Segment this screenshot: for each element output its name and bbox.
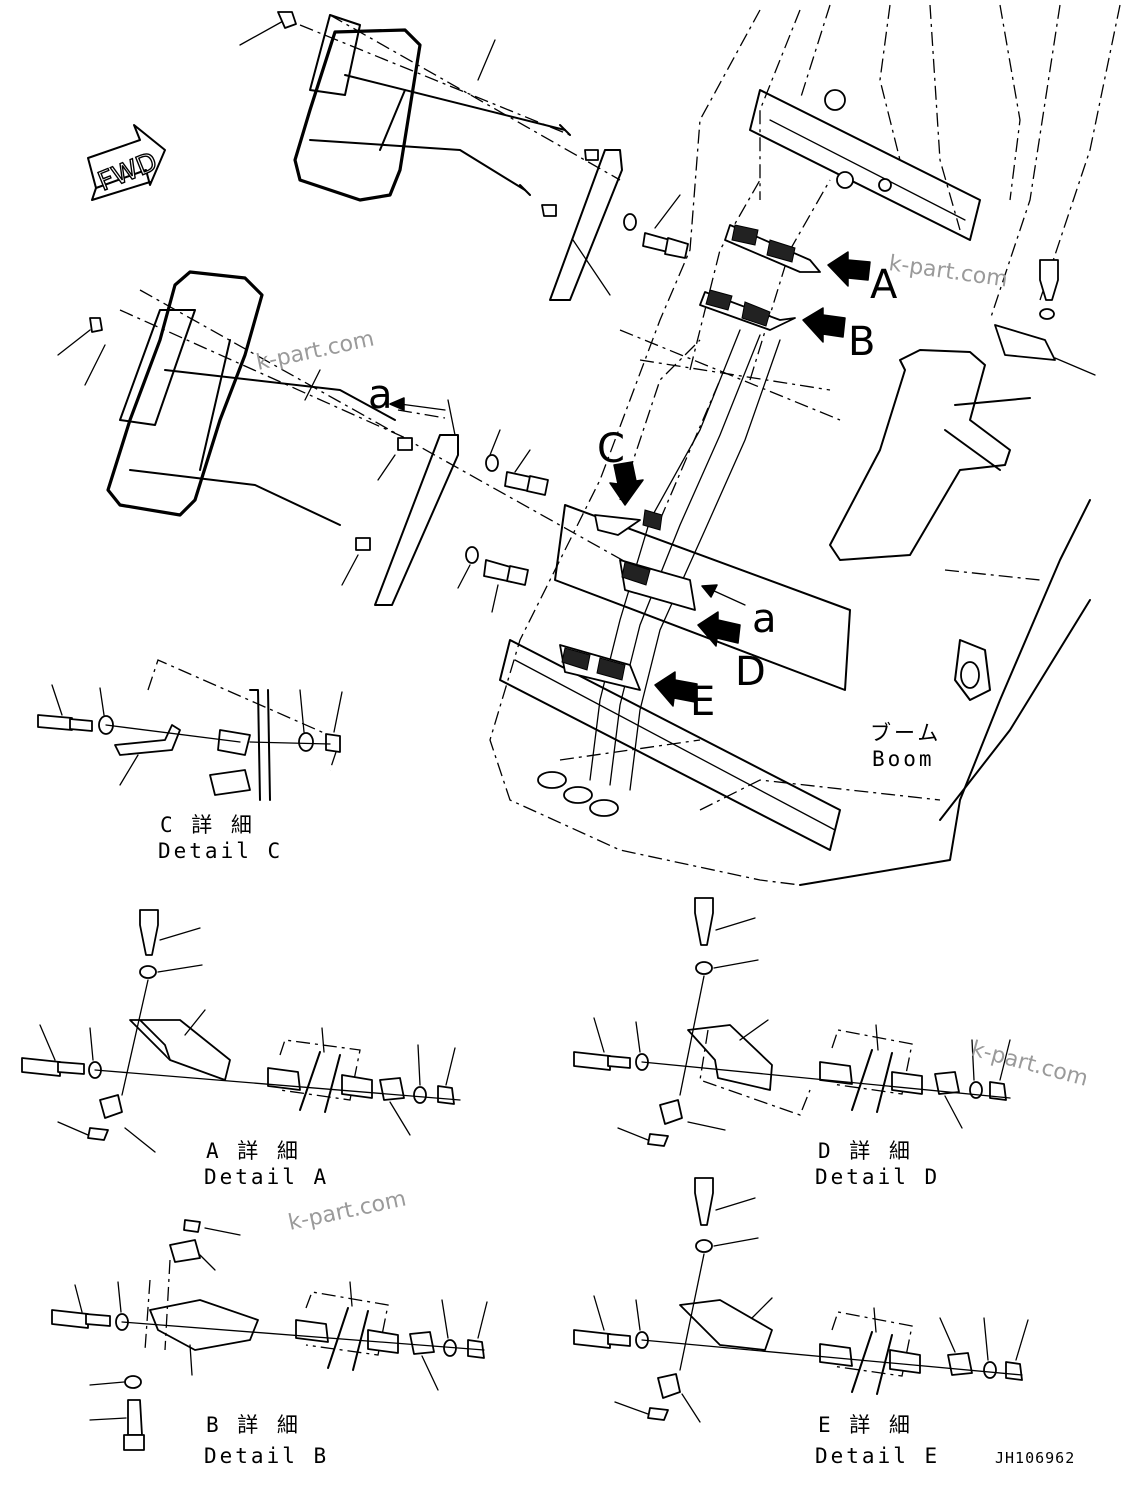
detail-d-caption-en: Detail D [815, 1165, 940, 1189]
fwd-label: FWD [94, 147, 162, 198]
detail-e-caption-jp: E 詳 細 [818, 1413, 913, 1437]
view-arrows [389, 251, 871, 707]
arrow-c-icon [609, 461, 644, 506]
lower-handrail [57, 270, 641, 613]
arrow-a-icon [827, 251, 871, 287]
label-c: C [597, 426, 625, 472]
detail-a-caption-en: Detail A [204, 1165, 329, 1189]
detail-c [37, 659, 343, 801]
watermark-2: k-part.com [254, 327, 376, 376]
detail-b-caption-jp: B 詳 細 [206, 1413, 301, 1437]
label-b: B [848, 319, 875, 365]
detail-d-caption-jp: D 詳 細 [818, 1139, 913, 1163]
fwd-arrow-icon: FWD [87, 124, 166, 201]
arrow-b-icon [802, 307, 846, 343]
detail-c-caption-jp: C 詳 細 [160, 813, 255, 837]
boom-label-jp: ブーム [870, 721, 941, 745]
detail-e [573, 1177, 1029, 1423]
detail-c-caption-en: Detail C [158, 839, 283, 863]
upper-handrail [239, 11, 689, 301]
label-e: E [690, 679, 715, 725]
boom-label-en: Boom [872, 747, 935, 771]
detail-d [573, 897, 1011, 1147]
detail-a [21, 909, 461, 1153]
label-a-lower-1: a [368, 372, 393, 418]
detail-a-caption-jp: A 詳 細 [206, 1139, 301, 1163]
arrow-e-icon [654, 671, 698, 707]
boom-structure [489, 4, 1121, 886]
detail-b-caption-en: Detail B [204, 1444, 329, 1468]
detail-e-caption-en: Detail E [815, 1444, 940, 1468]
clamp-assemblies [559, 224, 821, 691]
arrow-d-icon [697, 611, 741, 647]
watermark-3: k-part.com [286, 1187, 408, 1236]
detail-b [51, 1219, 488, 1451]
watermark-4: k-part.com [968, 1037, 1090, 1092]
label-a-upper: A [870, 262, 898, 308]
watermark-1: k-part.com [887, 251, 1009, 292]
label-d: D [735, 649, 766, 695]
document-number: JH106962 [995, 1449, 1075, 1467]
label-a-lower-2: a [752, 596, 777, 642]
